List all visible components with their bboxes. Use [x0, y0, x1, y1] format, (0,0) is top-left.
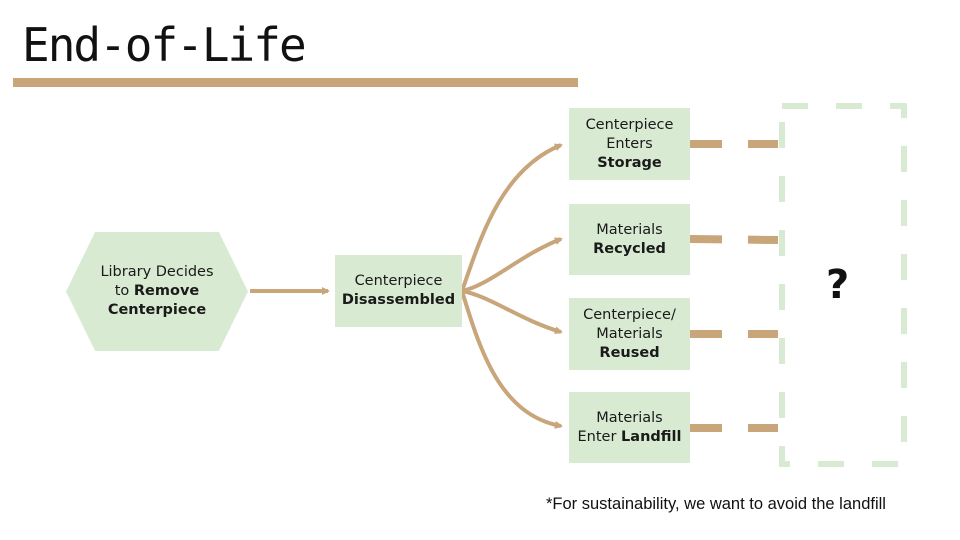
middle-node-line2-bold: Disassembled: [341, 292, 456, 308]
outcome-landfill-bold: Landfill: [621, 428, 682, 445]
outcome-node-reused: Centerpiece/ Materials Reused: [569, 298, 690, 370]
dash-recycled: [689, 235, 779, 244]
outcome-reused-line2: Materials: [596, 325, 663, 342]
arrow-to-landfill: [460, 290, 563, 429]
arrow-to-storage: [460, 143, 563, 292]
arrow-to-reused: [461, 289, 563, 335]
outcome-storage-bold: Storage: [597, 154, 662, 171]
outcome-node-storage: Centerpiece Enters Storage: [569, 108, 690, 180]
title-underline: [13, 78, 578, 87]
start-node-line3-bold: Centerpiece: [107, 302, 207, 318]
page-title: End-of-Life: [22, 18, 307, 72]
outcome-reused-bold: Reused: [599, 344, 660, 361]
outcome-node-landfill: Materials Enter Landfill: [569, 392, 690, 463]
footnote: *For sustainability, we want to avoid th…: [546, 495, 886, 513]
outcome-recycled-bold: Recycled: [593, 240, 666, 257]
outcome-landfill-line1: Materials: [596, 409, 663, 426]
arrow-to-recycled: [461, 237, 563, 293]
middle-node-disassembled: Centerpiece Disassembled: [335, 255, 462, 327]
outcome-recycled-line1: Materials: [596, 221, 663, 238]
unknown-dashed-box: [779, 103, 907, 467]
start-node-remove-centerpiece: Library Decides to Remove Centerpiece: [66, 232, 248, 351]
middle-node-line1: Centerpiece: [354, 273, 443, 289]
start-node-line1: Library Decides: [100, 264, 214, 280]
unknown-question-mark: ?: [826, 262, 850, 308]
outcome-reused-line1: Centerpiece/: [583, 306, 676, 323]
outcome-storage-line1: Centerpiece: [585, 116, 674, 133]
outcome-node-recycled: Materials Recycled: [569, 204, 690, 275]
outcome-storage-line2: Enters: [606, 135, 653, 152]
start-node-line2-bold: Remove: [133, 283, 200, 299]
outcome-landfill-line2-prefix: Enter: [577, 428, 622, 445]
start-node-line2-prefix: to: [114, 283, 134, 299]
